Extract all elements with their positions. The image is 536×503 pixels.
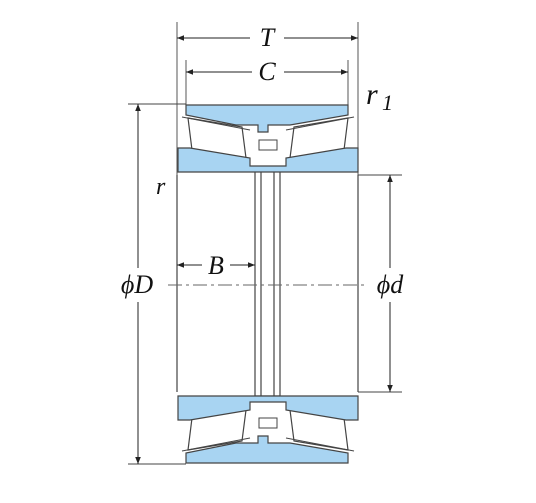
outer-cup-bottom <box>185 435 349 464</box>
label-r1-subscript: 1 <box>382 90 393 115</box>
label-C: C <box>258 57 276 86</box>
label-r1: r <box>366 78 378 111</box>
bearing-outline <box>176 167 359 397</box>
label-D: ϕD <box>121 270 153 299</box>
label-r: r <box>156 174 166 200</box>
dimension-lines <box>135 35 393 464</box>
inner-cone-bottom <box>177 395 359 421</box>
top-section <box>177 104 359 173</box>
label-d: ϕd <box>377 270 404 299</box>
label-T: T <box>260 23 276 52</box>
inner-cone-top <box>177 147 359 173</box>
bottom-section <box>177 395 359 464</box>
outer-cup-top <box>185 104 349 133</box>
label-B: B <box>208 251 224 280</box>
extension-lines <box>128 22 402 465</box>
